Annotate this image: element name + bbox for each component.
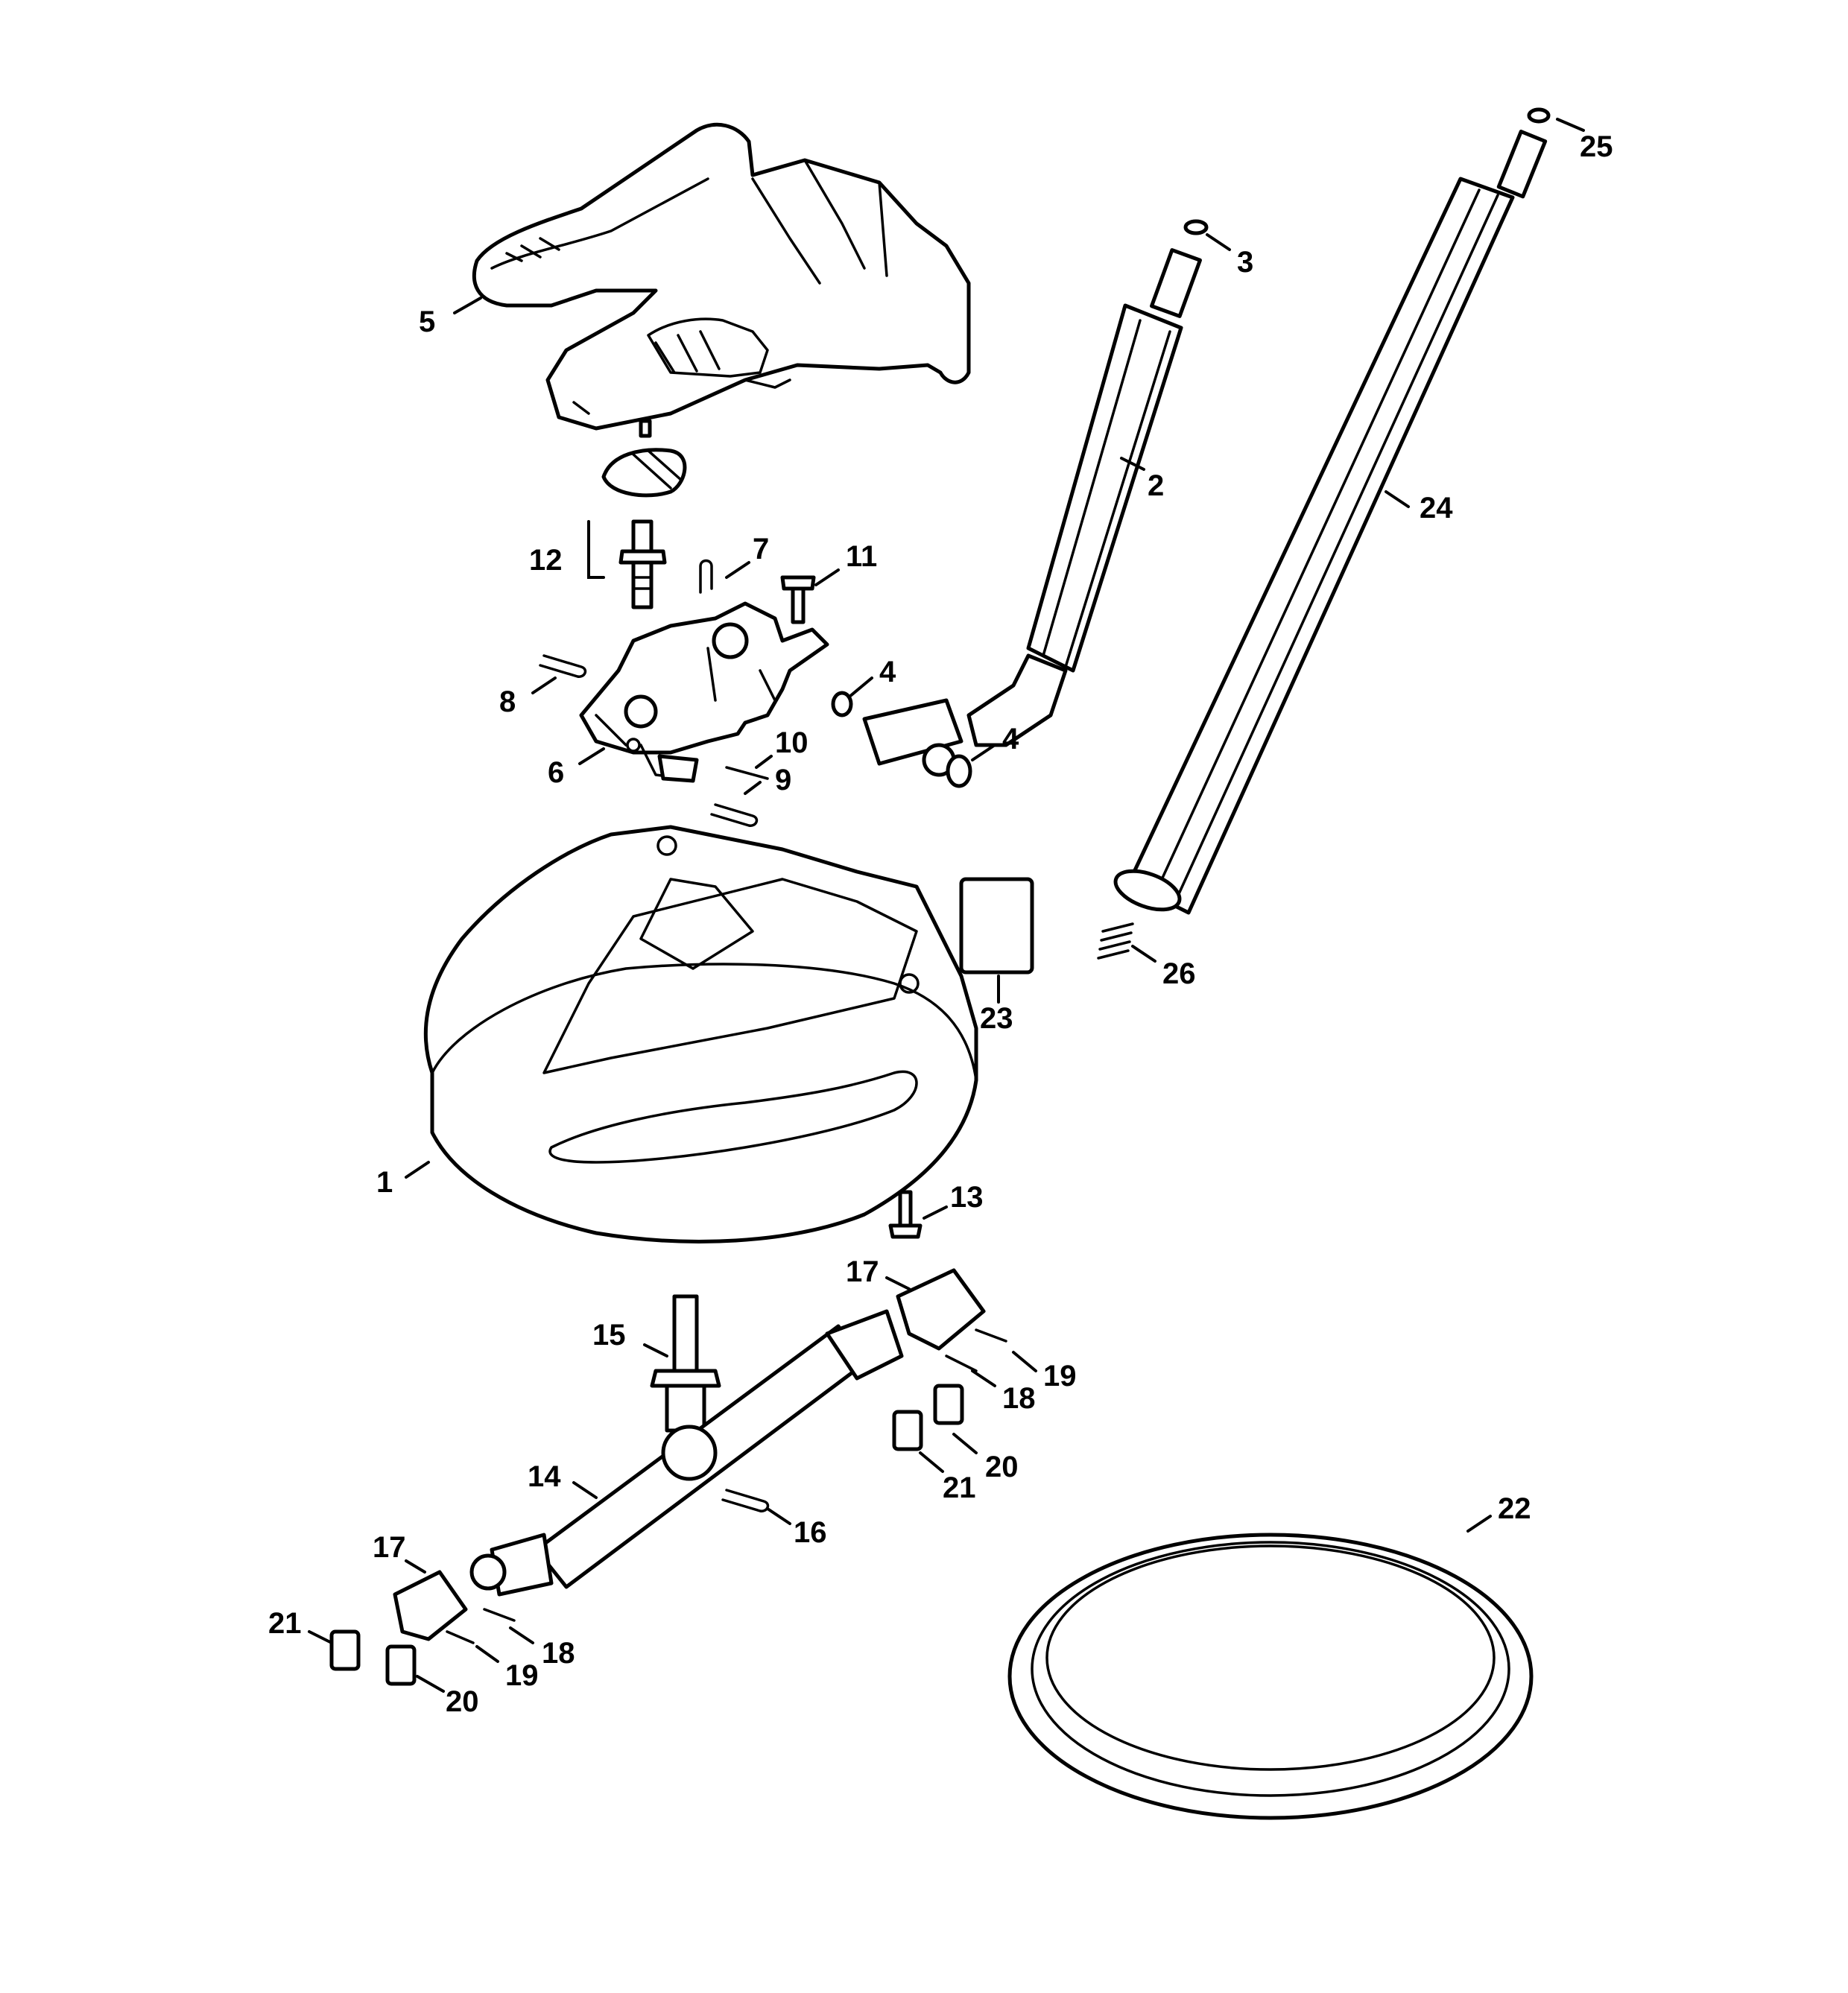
part-clip-19a — [975, 1328, 1007, 1343]
part-spray-bar — [469, 1309, 904, 1597]
part-o-ring-3 — [1183, 219, 1209, 235]
callout-22: 22 — [1498, 1492, 1531, 1525]
part-extension-tube — [1113, 130, 1548, 915]
part-clip-7 — [699, 559, 713, 594]
part-o-ring-25 — [1527, 107, 1551, 124]
callout-4a: 4 — [879, 656, 896, 688]
part-screw-11 — [780, 575, 816, 624]
callout-5: 5 — [419, 305, 435, 338]
callout-17a: 17 — [846, 1255, 879, 1288]
part-clip-18a — [945, 1354, 978, 1372]
callout-2: 2 — [1148, 469, 1164, 502]
leader-lines — [308, 118, 1585, 1693]
part-valve-body — [579, 601, 829, 783]
callout-9: 9 — [775, 764, 791, 796]
part-nozzle-20b — [385, 1644, 417, 1686]
part-valve-stem — [618, 519, 667, 609]
callout-10: 10 — [775, 726, 808, 759]
part-lance — [862, 248, 1202, 777]
part-clip-18b — [483, 1608, 516, 1622]
part-clip-9 — [710, 803, 759, 827]
callout-20b: 20 — [446, 1685, 479, 1718]
part-screw-13 — [888, 1190, 923, 1239]
callout-18b: 18 — [542, 1637, 575, 1670]
part-housing — [423, 825, 978, 1243]
callout-23: 23 — [980, 1002, 1013, 1035]
part-nozzle-20a — [933, 1384, 964, 1425]
part-brush-ring — [1007, 1533, 1534, 1820]
callout-14: 14 — [528, 1460, 561, 1493]
part-o-ring-4a — [831, 691, 853, 717]
callout-15: 15 — [592, 1319, 626, 1352]
callout-3: 3 — [1237, 246, 1253, 279]
callout-8: 8 — [499, 685, 516, 718]
part-nozzle-21a — [892, 1410, 923, 1451]
callout-11: 11 — [846, 540, 877, 573]
callout-4b: 4 — [1002, 723, 1019, 755]
part-elbow-17a — [896, 1268, 986, 1351]
callout-21a: 21 — [943, 1471, 976, 1504]
callout-7: 7 — [753, 533, 769, 565]
callout-19a: 19 — [1043, 1360, 1077, 1392]
callout-17b: 17 — [373, 1531, 406, 1564]
part-o-ring-4b — [946, 754, 972, 788]
part-clip-19b — [446, 1630, 475, 1644]
part-handle-cover — [472, 122, 971, 438]
part-clip-8 — [539, 654, 587, 678]
callout-16: 16 — [794, 1516, 827, 1549]
callout-18a: 18 — [1002, 1382, 1036, 1415]
part-spring — [1097, 922, 1134, 960]
part-elbow-17b — [393, 1570, 468, 1641]
part-connector-15 — [650, 1294, 721, 1433]
callout-13: 13 — [950, 1181, 984, 1214]
callout-12: 12 — [529, 544, 563, 577]
callout-26: 26 — [1162, 957, 1196, 990]
part-clip-10 — [725, 766, 769, 780]
callout-6: 6 — [548, 756, 564, 789]
part-label — [959, 877, 1034, 975]
callout-19b: 19 — [505, 1659, 539, 1692]
part-knob — [601, 448, 687, 498]
callout-21b: 21 — [268, 1607, 302, 1640]
callout-24: 24 — [1420, 492, 1453, 525]
callout-1: 1 — [376, 1166, 393, 1199]
callout-25: 25 — [1580, 130, 1613, 163]
part-nozzle-21b — [329, 1629, 361, 1671]
callout-20a: 20 — [985, 1451, 1019, 1483]
part-clip-16 — [721, 1489, 770, 1512]
